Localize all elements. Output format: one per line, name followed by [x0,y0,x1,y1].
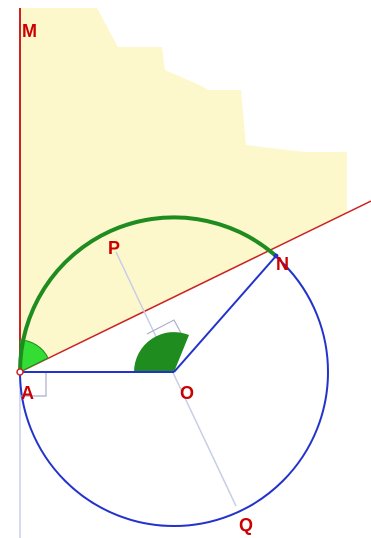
shaded-region [20,8,347,372]
arc-an [17,215,278,373]
label-o: O [180,383,194,403]
angle-a-marker [19,339,49,373]
segment-on [173,255,277,373]
right-angle-mark-an [146,319,182,335]
line-pq [115,251,237,507]
label-a: A [21,383,34,403]
point-a-marker [16,368,24,376]
label-n: N [276,254,289,274]
right-angle-mark-a [20,372,47,397]
label-q: Q [239,515,253,535]
point-n-marker [273,253,279,259]
ray-an [19,200,371,373]
label-p: P [108,238,120,258]
angle-o-marker [134,332,189,372]
label-m: M [22,21,37,41]
